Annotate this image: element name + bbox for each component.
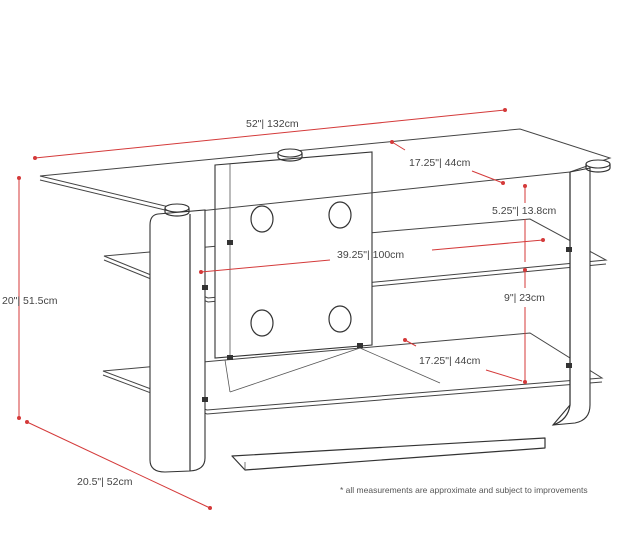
clip bbox=[357, 343, 363, 348]
dimension-dot bbox=[503, 108, 507, 112]
clip bbox=[566, 363, 572, 368]
dimension-dot bbox=[17, 176, 21, 180]
shelf-width-label: 39.25"| 100cm bbox=[337, 249, 404, 261]
dimension-dot bbox=[390, 140, 394, 144]
dimension-dot bbox=[199, 270, 203, 274]
cap-back-center bbox=[277, 148, 303, 158]
support-caps bbox=[164, 148, 611, 217]
top-depth-dimension-line-a bbox=[391, 141, 406, 151]
width-dimension-line bbox=[34, 109, 506, 159]
shelf-width-dimension-line-a bbox=[200, 259, 331, 273]
bottom-depth-dimension-line-b bbox=[485, 369, 523, 382]
bottom-depth-dimension-line-a bbox=[404, 339, 417, 347]
right-side-leg bbox=[551, 167, 591, 426]
dimension-dot bbox=[523, 268, 527, 272]
footnote: * all measurements are approximate and s… bbox=[340, 485, 588, 495]
dimension-dot bbox=[208, 506, 212, 510]
height-label: 20"| 51.5cm bbox=[2, 295, 58, 307]
dimension-labels: 52"| 132cm 20"| 51.5cm 20.5"| 52cm 17.25… bbox=[2, 118, 556, 488]
clip bbox=[202, 285, 208, 290]
cable-hole-upper-left bbox=[250, 205, 274, 233]
dimension-dot bbox=[501, 181, 505, 185]
dimension-dot bbox=[33, 156, 37, 160]
cap-front-left bbox=[164, 203, 190, 213]
bottom-shelf-depth-label: 17.25"| 44cm bbox=[419, 355, 481, 367]
shelf-gap-label: 9"| 23cm bbox=[504, 292, 545, 304]
clip bbox=[227, 355, 233, 360]
dimension-dot bbox=[25, 420, 29, 424]
shelf-clips bbox=[202, 240, 572, 402]
base-plinth bbox=[231, 437, 546, 471]
dimension-dot bbox=[541, 238, 545, 242]
top-depth-dimension-line-b bbox=[471, 170, 504, 184]
dimension-dot bbox=[17, 416, 21, 420]
center-back-panel bbox=[214, 151, 373, 359]
clip bbox=[202, 397, 208, 402]
top-gap-label: 5.25"| 13.8cm bbox=[492, 205, 556, 217]
width-label: 52"| 132cm bbox=[246, 118, 299, 130]
top-shelf-depth-label: 17.25"| 44cm bbox=[409, 157, 471, 169]
cable-hole-lower-right bbox=[328, 305, 352, 333]
cable-hole-lower-left bbox=[250, 309, 274, 337]
cable-hole-upper-right bbox=[328, 201, 352, 229]
depth-label: 20.5"| 52cm bbox=[77, 476, 133, 488]
dimension-dot bbox=[403, 338, 407, 342]
depth-dimension-line bbox=[26, 421, 211, 509]
dimension-lines bbox=[17, 108, 545, 510]
dimension-dot bbox=[523, 380, 527, 384]
clip bbox=[227, 240, 233, 245]
cap-right bbox=[585, 159, 611, 169]
shelf-width-dimension-line-b bbox=[431, 239, 544, 251]
clip bbox=[566, 247, 572, 252]
left-side-leg bbox=[149, 209, 206, 473]
dimension-dot bbox=[523, 184, 527, 188]
